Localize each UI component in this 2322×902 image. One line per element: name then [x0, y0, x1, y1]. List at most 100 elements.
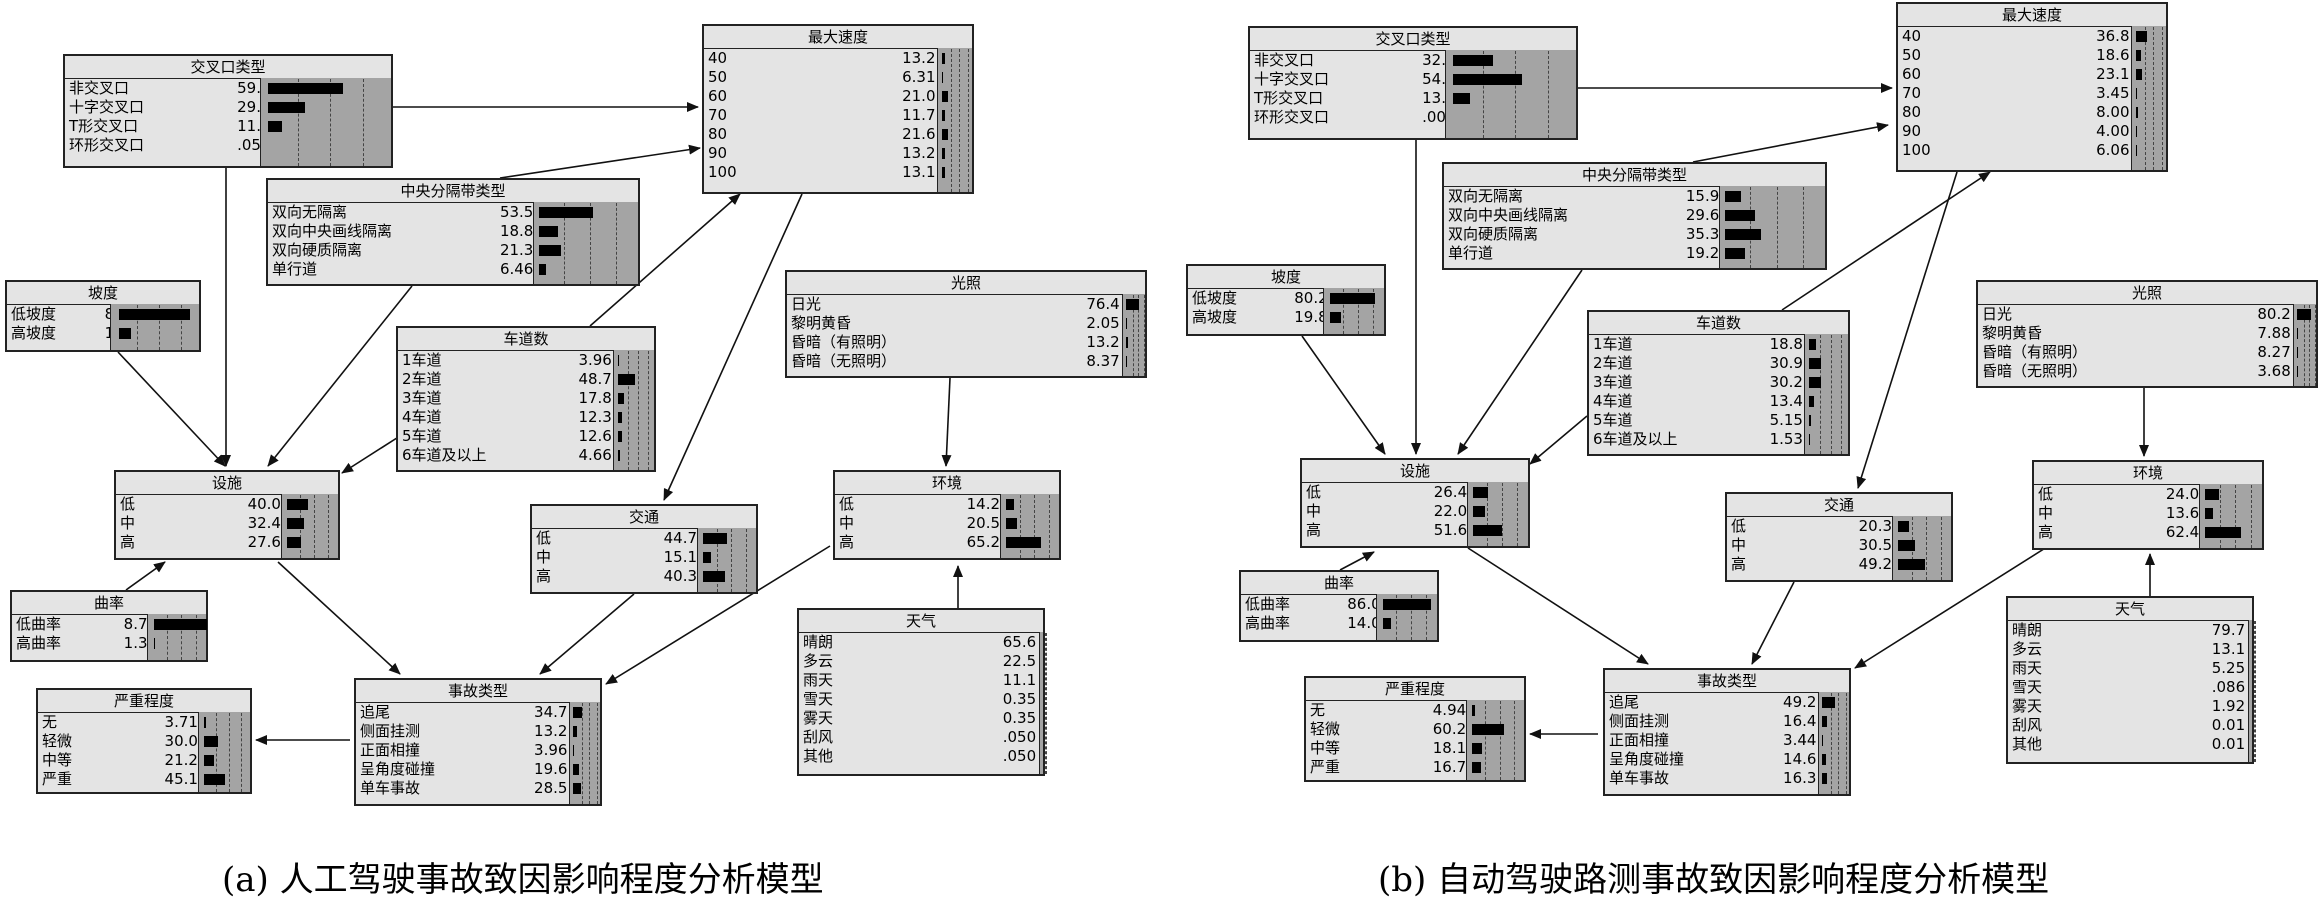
- node-title: 中央分隔带类型: [1444, 164, 1825, 187]
- caption-b: (b) 自动驾驶路测事故致因影响程度分析模型: [1378, 860, 2050, 900]
- state-row: 雪天.086: [2008, 678, 2252, 697]
- probability-bar: [2296, 328, 2299, 339]
- state-label: 低: [1731, 517, 1747, 535]
- state-probability: 18.1: [1432, 739, 1467, 757]
- state-label: 侧面挂测: [360, 722, 421, 740]
- state-row: 低坡度85.4: [7, 305, 199, 324]
- probability-bar: [1006, 537, 1042, 548]
- state-probability: 1.92: [2211, 697, 2246, 715]
- edge-arrow: [499, 144, 701, 179]
- edge-arrow: [1856, 171, 1958, 489]
- probability-bar: [1383, 618, 1392, 629]
- state-label: 40: [1902, 27, 1922, 45]
- state-label: 5车道: [402, 427, 442, 445]
- state-label: 中: [120, 514, 136, 532]
- node-title: 严重程度: [38, 690, 250, 713]
- probability-bar: [1808, 434, 1810, 445]
- state-probability: 22.0: [1433, 502, 1468, 520]
- state-label: 多云: [2012, 640, 2043, 658]
- probability-bar: [539, 226, 559, 237]
- probability-bar: [1330, 312, 1342, 323]
- node-title: 天气: [799, 610, 1043, 633]
- probability-bar: [1898, 540, 1915, 551]
- state-probability: 8.37: [1086, 352, 1120, 370]
- state-label: 90: [708, 144, 728, 162]
- state-probability: 3.96: [578, 351, 612, 369]
- state-probability: 44.7: [663, 529, 698, 547]
- state-probability: 15.1: [663, 548, 698, 566]
- state-probability: 86.0: [1347, 595, 1381, 613]
- state-probability: 29.6: [237, 98, 271, 116]
- state-label: 中等: [42, 751, 73, 769]
- state-label: 晴朗: [2012, 621, 2043, 639]
- edge-arrow: [1781, 171, 1991, 311]
- probability-bar: [617, 355, 620, 366]
- state-label: 双向无隔离: [1448, 187, 1524, 205]
- state-probability: 3.71: [164, 713, 198, 731]
- state-probability: 13.6: [2165, 504, 2200, 522]
- probability-bar: [1473, 525, 1503, 536]
- state-probability: 18.8: [499, 222, 534, 240]
- state-label: 高: [120, 533, 136, 551]
- state-label: 70: [1902, 84, 1922, 102]
- edge-arrow: [117, 351, 226, 467]
- state-probability: 6.46: [499, 260, 534, 278]
- probability-bar: [1822, 735, 1824, 746]
- probability-bar: [941, 110, 945, 121]
- state-label: 中: [1731, 536, 1747, 554]
- state-label: 高: [1306, 521, 1322, 539]
- state-label: 双向无隔离: [272, 203, 348, 221]
- state-label: 非交叉口: [69, 79, 130, 97]
- probability-bar: [539, 245, 561, 256]
- state-label: 昏暗（有照明）: [1982, 343, 2088, 361]
- state-row: 高坡度14.6: [7, 324, 199, 343]
- state-label: 80: [708, 125, 728, 143]
- state-label: 晴朗: [803, 633, 834, 651]
- state-label: 5车道: [1593, 411, 1633, 429]
- state-label: 昏暗（有照明）: [791, 333, 897, 351]
- state-probability: 60.2: [1432, 720, 1467, 738]
- state-label: 中: [1306, 502, 1322, 520]
- state-label: 低: [120, 495, 136, 513]
- node-title: 事故类型: [356, 680, 600, 703]
- state-label: 6车道及以上: [1593, 430, 1678, 448]
- state-label: 十字交叉口: [69, 98, 145, 116]
- node-title: 环境: [835, 472, 1059, 495]
- state-label: 高曲率: [1245, 614, 1291, 632]
- state-label: 轻微: [1310, 720, 1341, 738]
- probability-bar: [1725, 210, 1756, 221]
- state-label: 侧面挂测: [1609, 712, 1670, 730]
- state-row: 中等 18.1: [1306, 739, 1524, 758]
- state-probability: 28.5: [534, 779, 568, 797]
- state-probability: 1.3: [123, 634, 148, 652]
- state-label: 雨天: [2012, 659, 2043, 677]
- state-probability: 13.2: [902, 49, 936, 67]
- state-probability: 76.4: [1086, 295, 1120, 313]
- state-label: 高坡度: [1192, 308, 1238, 326]
- state-label: 中等: [1310, 739, 1341, 757]
- probability-bar: [118, 309, 191, 320]
- state-probability: 11.2: [237, 117, 271, 135]
- state-probability: 54.4: [1422, 70, 1456, 88]
- state-label: 60: [1902, 65, 1922, 83]
- state-probability: 13.1: [902, 163, 936, 181]
